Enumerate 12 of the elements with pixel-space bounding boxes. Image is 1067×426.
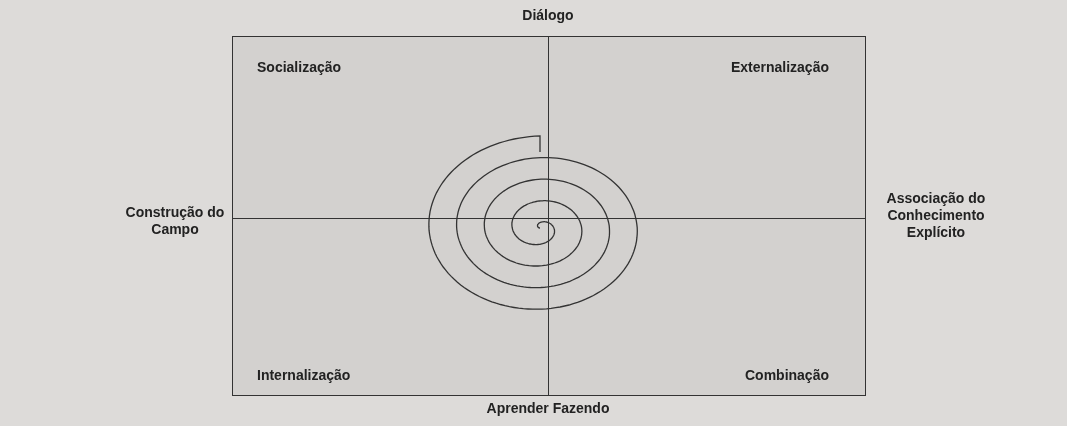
axis-label: Diálogo [521,7,575,24]
quadrant-panel [232,36,549,219]
quadrant-panel [548,36,866,219]
quadrant-panel [548,218,866,396]
quadrant-label: Externalização [730,59,829,75]
axis-label: Associação do Conhecimento Explícito [885,190,987,241]
quadrant-label: Socialização [257,59,342,75]
quadrant-label: Internalização [257,367,351,383]
quadrant-panel [232,218,549,396]
axis-label: Aprender Fazendo [485,400,611,417]
axis-label: Construção do Campo [124,204,226,238]
quadrant-label: Combinação [745,367,829,383]
